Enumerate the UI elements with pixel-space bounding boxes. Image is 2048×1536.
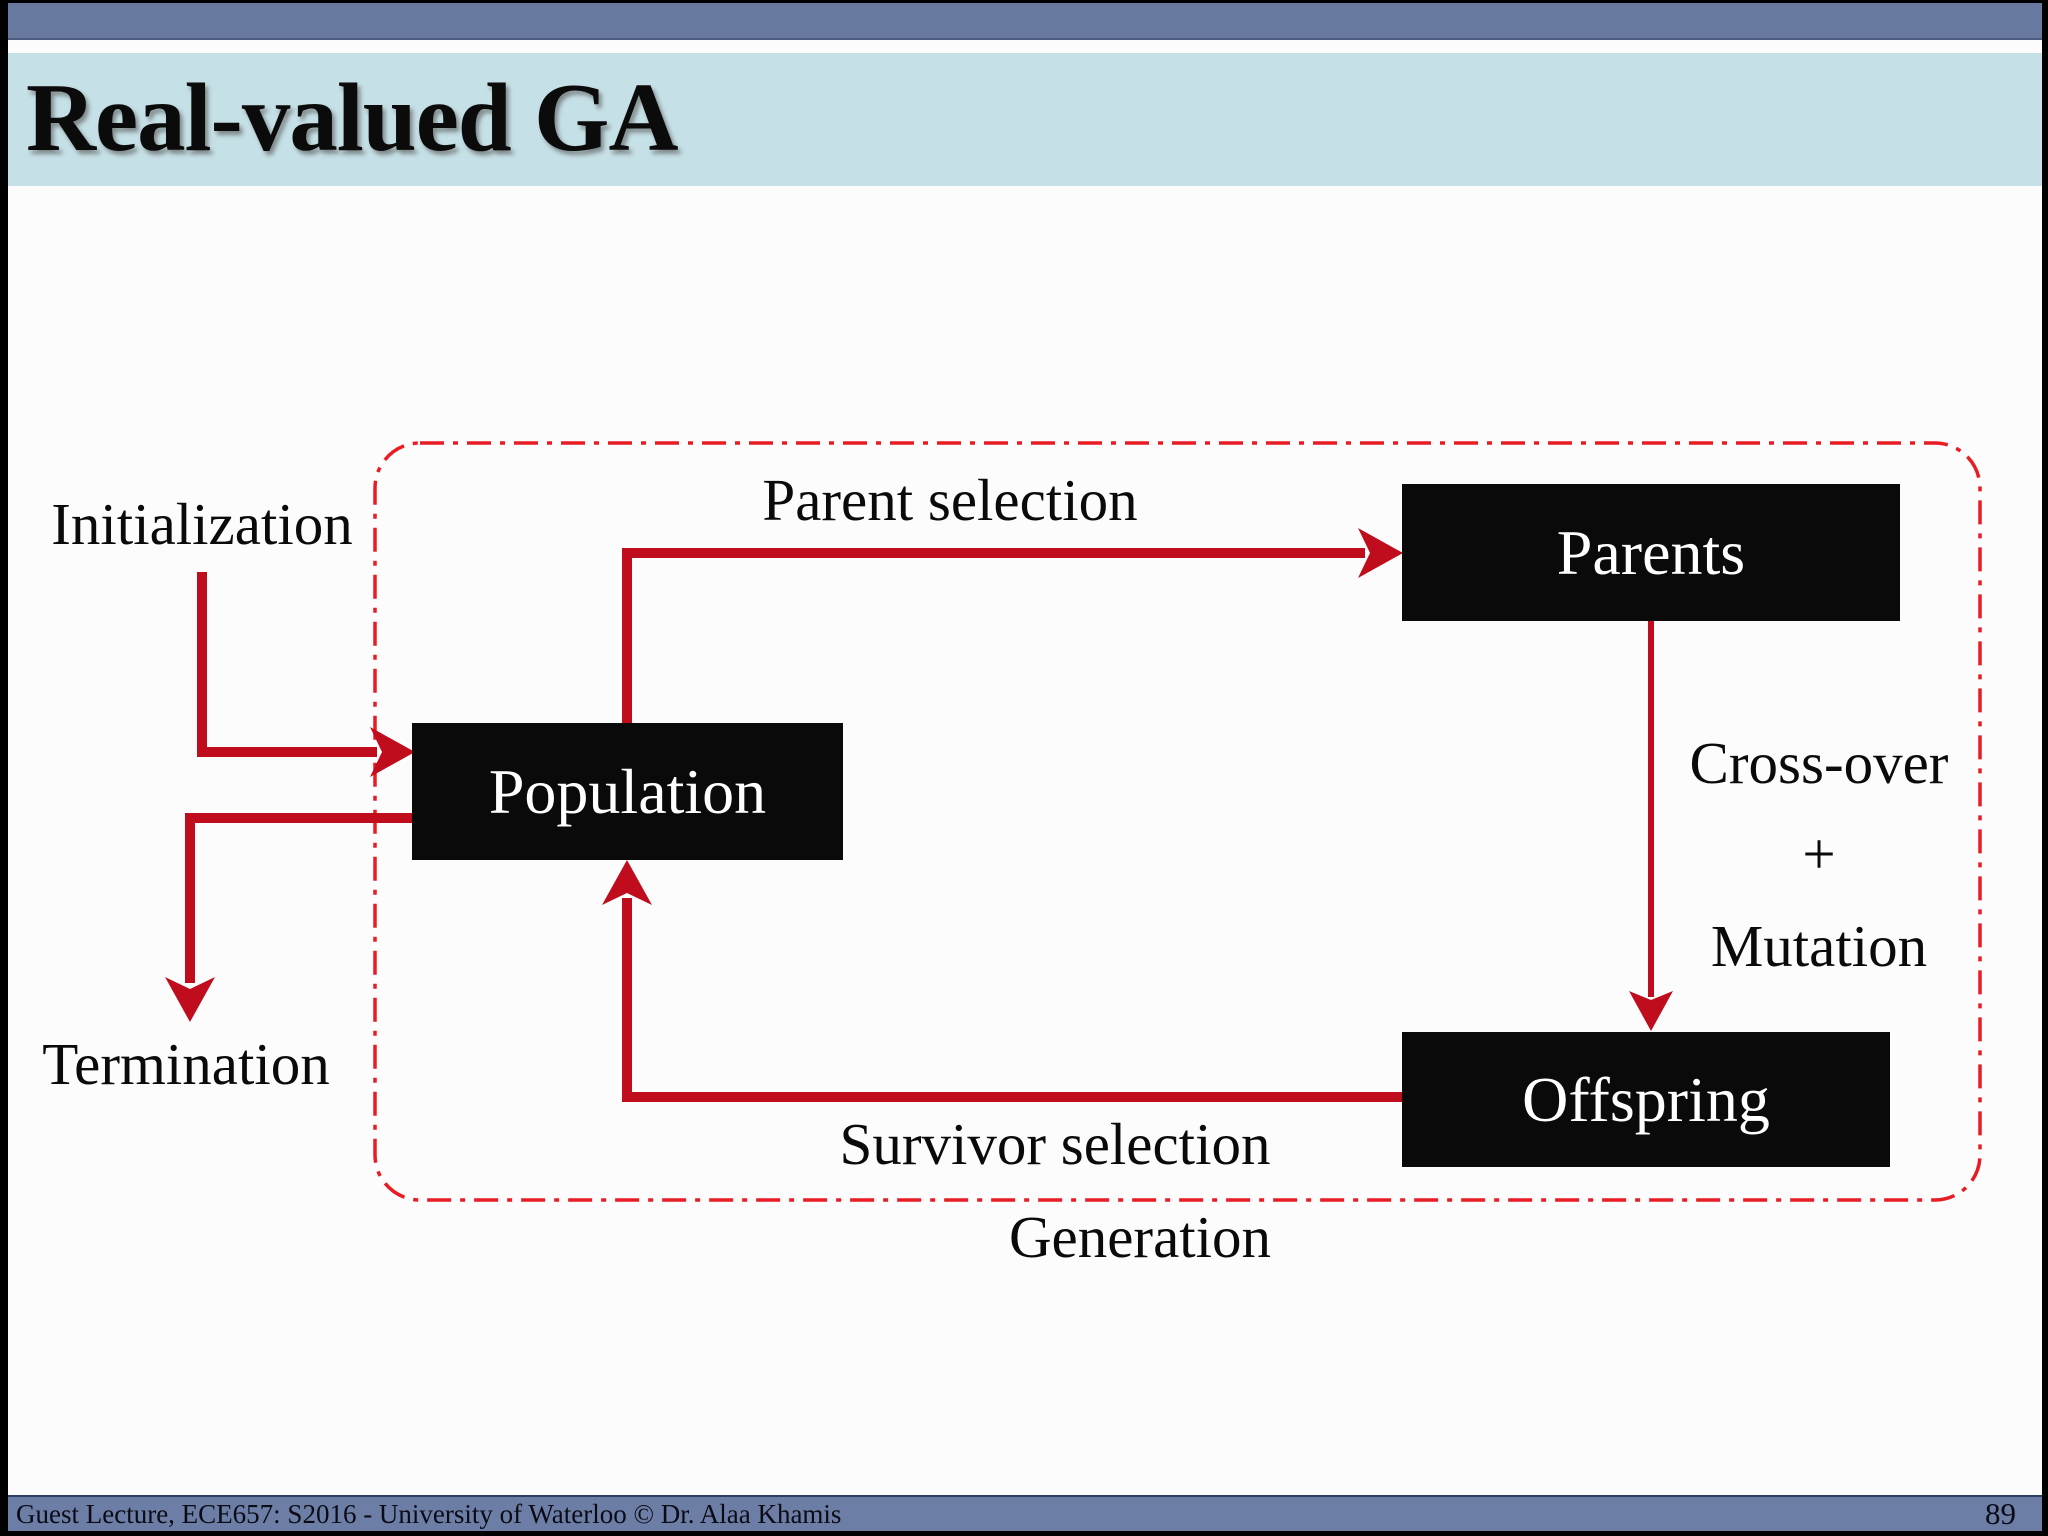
termination-label: Termination [42, 1031, 330, 1097]
initialization-arrow [197, 572, 377, 757]
page-border-bottom [0, 1531, 2048, 1536]
top-accent-bar [8, 3, 2042, 40]
page-border-left [0, 0, 8, 1536]
crossover-label-line: Cross-over [1689, 730, 1949, 796]
arrowhead-right-icon [370, 727, 415, 777]
arrowhead-up-icon [602, 860, 652, 905]
arrowhead-right-icon [1358, 528, 1403, 578]
title-band [8, 53, 2042, 186]
parents-box: Parents [1402, 484, 1900, 621]
population-box-label: Population [488, 755, 767, 827]
mutation-label-line: Mutation [1710, 912, 1928, 979]
parent-selection-label: Parent selection [762, 467, 1138, 533]
population-box: Population [412, 723, 843, 860]
survivor-selection-label: Survivor selection [839, 1111, 1271, 1177]
plus-label-line: + [1802, 821, 1836, 888]
parents-box-label: Parents [1556, 516, 1746, 588]
generation-label: Generation [1008, 1204, 1272, 1270]
termination-arrow [185, 813, 412, 983]
page-border-right [2042, 0, 2048, 1536]
crossover-mutation-label: Cross-over + Mutation [1648, 718, 1990, 992]
offspring-box-label: Offspring [1522, 1063, 1770, 1135]
initialization-label: Initialization [51, 491, 353, 557]
parent-selection-arrow [622, 548, 1365, 723]
slide-title: Real-valued GA [26, 64, 679, 171]
footer-bar: Guest Lecture, ECE657: S2016 - Universit… [8, 1495, 2042, 1531]
footer-credit-text: Guest Lecture, ECE657: S2016 - Universit… [16, 1498, 842, 1529]
arrowhead-down-icon [1629, 991, 1673, 1031]
page-border-top [0, 0, 2048, 3]
offspring-box: Offspring [1402, 1032, 1890, 1167]
survivor-selection-arrow [622, 898, 1402, 1102]
arrowhead-down-icon [165, 977, 215, 1022]
page-number: 89 [1985, 1496, 2016, 1531]
